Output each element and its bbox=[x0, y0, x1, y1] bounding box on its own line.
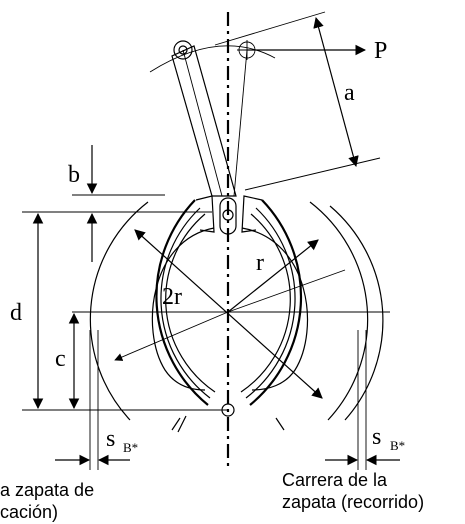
inner-web-right bbox=[241, 227, 309, 391]
radius-r-arrow bbox=[227, 239, 319, 313]
diameter-2r-arrow bbox=[134, 229, 323, 399]
lever-displaced-right bbox=[233, 49, 248, 197]
shoe-extended-right bbox=[329, 205, 384, 421]
a-extension-top bbox=[214, 11, 326, 46]
label-c: c bbox=[55, 346, 66, 372]
brake-lever bbox=[171, 45, 237, 197]
label-r: r bbox=[256, 250, 264, 276]
label-a: a bbox=[344, 80, 355, 106]
lever-displaced-left bbox=[182, 49, 223, 197]
caption-right-line1: Carrera de la bbox=[282, 470, 388, 490]
anchor-foot-left bbox=[171, 415, 187, 433]
lever-pivot-outer bbox=[173, 40, 193, 60]
radial-line-2 bbox=[227, 269, 346, 313]
label-s-right-sub: B* bbox=[390, 438, 405, 453]
label-b: b bbox=[68, 162, 80, 188]
right-shoe-tip bbox=[241, 195, 263, 233]
anchor-foot-right bbox=[275, 417, 285, 431]
lever-pivot-inner bbox=[178, 45, 188, 55]
caption-left-line2: cación) bbox=[0, 502, 59, 522]
lever-swing-arc bbox=[149, 45, 276, 73]
label-p: P bbox=[374, 38, 387, 64]
a-extension-bottom bbox=[244, 157, 381, 191]
drum-outer-left bbox=[89, 201, 149, 421]
drum-outer-right bbox=[309, 201, 369, 421]
caption-left-line1: a zapata de bbox=[0, 480, 95, 500]
label-s-left: s bbox=[106, 426, 115, 452]
label-s-right: s bbox=[372, 424, 381, 450]
a-dimension-arrow bbox=[313, 16, 359, 168]
radial-line-1 bbox=[114, 311, 229, 361]
label-s-left-sub: B* bbox=[123, 440, 138, 455]
cam-pin bbox=[222, 209, 234, 221]
anchor-pin bbox=[221, 403, 235, 417]
label-2r: 2r bbox=[162, 284, 182, 310]
label-d: d bbox=[10, 300, 22, 326]
caption-right-line2: zapata (recorrido) bbox=[282, 492, 425, 512]
